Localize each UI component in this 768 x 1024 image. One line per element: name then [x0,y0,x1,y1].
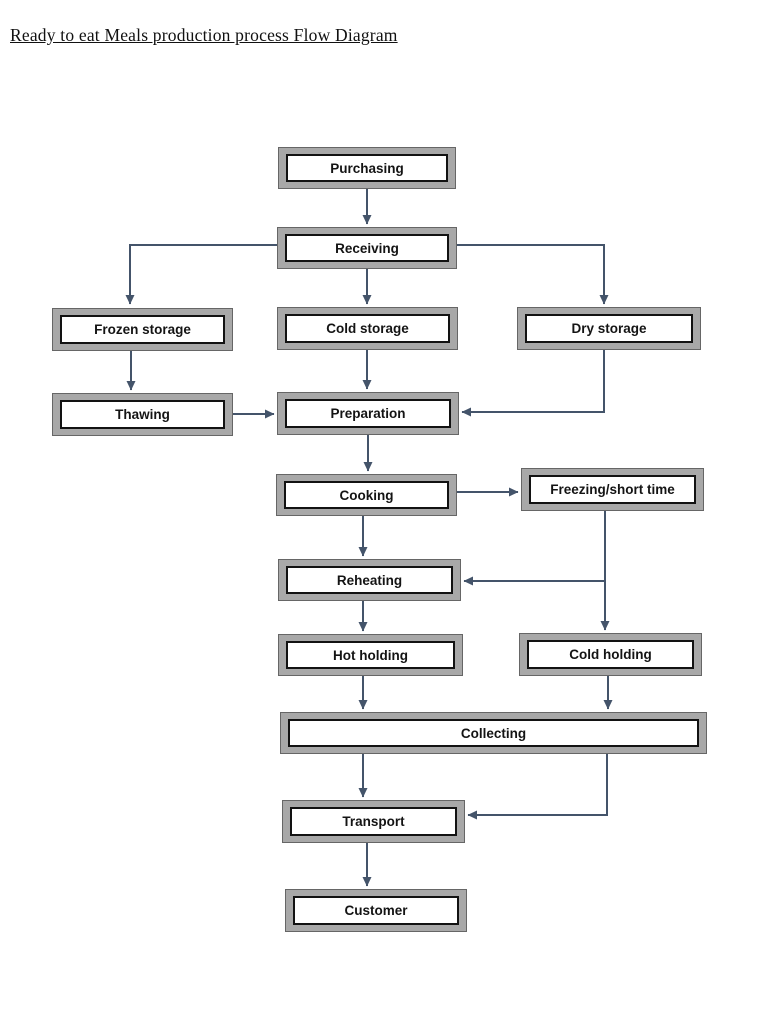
node-cold-storage-frame: Cold storage [285,314,450,343]
node-hot-holding: Hot holding [278,634,463,676]
node-transport-frame: Transport [290,807,457,836]
node-cold-storage-label: Cold storage [326,321,409,336]
node-frozen-storage-label: Frozen storage [94,322,191,337]
node-cold-holding-label: Cold holding [569,647,652,662]
node-thawing-label: Thawing [115,407,170,422]
node-reheating: Reheating [278,559,461,601]
node-transport: Transport [282,800,465,843]
node-receiving: Receiving [277,227,457,269]
node-purchasing-frame: Purchasing [286,154,448,182]
node-frozen-storage: Frozen storage [52,308,233,351]
node-collecting-label: Collecting [460,725,527,741]
node-reheating-frame: Reheating [286,566,453,594]
node-dry-storage-frame: Dry storage [525,314,693,343]
node-purchasing-label: Purchasing [330,160,404,176]
node-freezing-short-time-frame: Freezing/short time [529,475,696,504]
node-preparation-frame: Preparation [285,399,451,428]
node-hot-holding-frame: Hot holding [286,641,455,669]
node-dry-storage-label: Dry storage [571,321,647,336]
node-cooking-label: Cooking [339,487,394,503]
node-hot-holding-label: Hot holding [333,647,408,663]
node-cold-holding: Cold holding [519,633,702,676]
node-collecting: Collecting [280,712,707,754]
node-customer-label: Customer [344,903,408,918]
edge-dry-storage-to-preparation [461,350,605,417]
node-preparation: Preparation [277,392,459,435]
edge-receiving-to-dry-storage [457,244,609,305]
node-frozen-storage-frame: Frozen storage [60,315,225,344]
node-customer: Customer [285,889,467,932]
node-purchasing: Purchasing [278,147,456,189]
node-thawing-frame: Thawing [60,400,225,429]
node-collecting-frame: Collecting [288,719,699,747]
node-preparation-label: Preparation [330,406,406,421]
page-title: Ready to eat Meals production process Fl… [10,25,398,45]
node-customer-frame: Customer [293,896,459,925]
node-freezing-short-time: Freezing/short time [521,468,704,511]
node-thawing: Thawing [52,393,233,436]
node-cooking-frame: Cooking [284,481,449,509]
node-cold-holding-frame: Cold holding [527,640,694,669]
node-reheating-label: Reheating [336,572,403,588]
node-dry-storage: Dry storage [517,307,701,350]
node-receiving-label: Receiving [335,240,399,256]
edge-receiving-to-frozen-storage [125,244,277,305]
node-cooking: Cooking [276,474,457,516]
node-freezing-short-time-label: Freezing/short time [550,482,675,497]
edge-collecting-right-to-transport [467,754,608,820]
node-cold-storage: Cold storage [277,307,458,350]
node-transport-label: Transport [342,814,405,829]
node-receiving-frame: Receiving [285,234,449,262]
